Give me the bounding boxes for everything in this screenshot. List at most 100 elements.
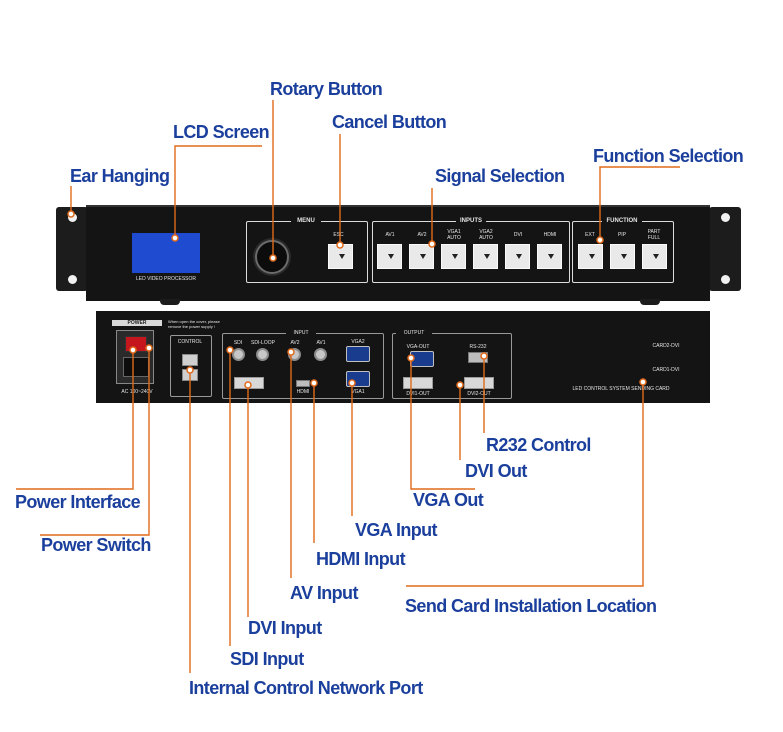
input-key-label-hdmi: HDMI xyxy=(543,232,557,238)
callout-ear-hanging: Ear Hanging xyxy=(70,166,170,186)
ac-label: AC 100~240V xyxy=(121,389,153,395)
callout-av-input: AV Input xyxy=(290,583,358,603)
leader-line-group xyxy=(16,100,680,673)
function-key-part-full[interactable] xyxy=(642,244,667,269)
leader-lcd xyxy=(174,145,262,238)
input-key-label-av2: AV2 xyxy=(417,232,427,238)
dot-ear xyxy=(67,210,75,218)
vga2-port xyxy=(346,346,370,362)
leader-vga-out xyxy=(410,358,475,490)
rear-panel: POWER When open the cover, please remove… xyxy=(96,311,710,403)
vga-out-label: VGA-OUT xyxy=(406,344,430,350)
av2-label: AV2 xyxy=(290,340,300,346)
rs232-label: RS-232 xyxy=(469,344,487,350)
card1-label: CARD1-DVI xyxy=(652,367,680,373)
lcd-caption: LED VIDEO PROCESSOR xyxy=(135,276,196,282)
leader-dot-group xyxy=(67,210,647,389)
function-key-ext[interactable] xyxy=(578,244,603,269)
leader-power-switch xyxy=(40,348,150,536)
left-ear-hanging xyxy=(56,207,88,291)
hdmi-input-port xyxy=(296,380,310,387)
dot-rotary xyxy=(269,254,277,262)
function-key-label-part: PART FULL xyxy=(647,229,661,241)
input-key-dvi[interactable] xyxy=(505,244,530,269)
control-box xyxy=(170,335,212,397)
callout-signal-selection: Signal Selection xyxy=(435,166,565,186)
av1-label: AV1 xyxy=(316,340,326,346)
control-label: CONTROL xyxy=(177,339,203,345)
callout-power-interface: Power Interface xyxy=(15,492,141,512)
front-foot-right xyxy=(640,299,660,305)
callout-dvi-input: DVI Input xyxy=(248,618,322,638)
input-key-vga1[interactable] xyxy=(441,244,466,269)
input-key-label-dvi: DVI xyxy=(513,232,523,238)
dvi2-out-port xyxy=(464,377,494,389)
callout-sdi-input: SDI Input xyxy=(230,649,304,669)
dot-hdmi xyxy=(310,379,318,387)
callout-r232-control: R232 Control xyxy=(486,435,591,455)
dvi1-out-label: DVI1-OUT xyxy=(406,391,430,397)
callout-hdmi-input: HDMI Input xyxy=(316,549,406,569)
callout-function-selection: Function Selection xyxy=(593,146,744,166)
input-key-av2[interactable] xyxy=(409,244,434,269)
dot-signal xyxy=(428,240,436,248)
dot-power-switch xyxy=(145,344,153,352)
power-label: POWER xyxy=(112,320,162,326)
av1-bnc xyxy=(314,348,327,361)
callout-rotary-button: Rotary Button xyxy=(270,79,383,99)
output-label: OUTPUT xyxy=(396,330,432,336)
function-label: FUNCTION xyxy=(602,218,642,224)
front-panel: LED VIDEO PROCESSOR MENU ESC INPUTS AV1 … xyxy=(86,205,710,301)
card2-label: CARD2-DVI xyxy=(652,343,680,349)
dot-lcd xyxy=(171,234,179,242)
dot-power-interface xyxy=(129,346,137,354)
function-key-label-ext: EXT xyxy=(585,232,595,238)
function-key-label-pip: PIP xyxy=(617,232,627,238)
function-key-pip[interactable] xyxy=(610,244,635,269)
vga1-label: VGA1 xyxy=(351,389,365,395)
callout-vga-out: VGA Out xyxy=(413,490,484,510)
input-key-label-vga2: VGA2 AUTO xyxy=(479,229,493,241)
right-ear-hanging xyxy=(709,207,741,291)
dot-sdi xyxy=(226,346,234,354)
power-warning: When open the cover, please remove the p… xyxy=(168,319,220,329)
callout-internal-network-port: Internal Control Network Port xyxy=(189,678,423,698)
callout-dvi-out: DVI Out xyxy=(465,461,527,481)
front-foot-left xyxy=(160,299,180,305)
dot-av xyxy=(287,348,295,356)
rs232-port xyxy=(468,352,488,363)
leader-power-interface xyxy=(16,350,134,490)
leader-function xyxy=(599,166,680,240)
callout-cancel-button: Cancel Button xyxy=(332,112,447,132)
sdi-bnc xyxy=(232,348,245,361)
callout-vga-input: VGA Input xyxy=(355,520,438,540)
internal-control-network-port[interactable] xyxy=(182,354,198,366)
hdmi-label: HDMI xyxy=(296,389,310,395)
callout-lcd-screen: LCD Screen xyxy=(173,122,270,142)
esc-label: ESC xyxy=(333,232,344,238)
input-key-av1[interactable] xyxy=(377,244,402,269)
dvi2-out-label: DVI2-OUT xyxy=(467,391,491,397)
dot-dvi xyxy=(244,381,252,389)
output-box xyxy=(392,333,512,399)
send-card-label: LED CONTROL SYSTEM SENDING CARD xyxy=(572,386,670,392)
leader-sendcard xyxy=(406,382,644,587)
dot-sendcard xyxy=(639,378,647,386)
sdi-label: SDI xyxy=(233,340,243,346)
input-key-vga2[interactable] xyxy=(473,244,498,269)
input-key-hdmi[interactable] xyxy=(537,244,562,269)
input-key-label-av1: AV1 xyxy=(385,232,395,238)
callout-send-card-location: Send Card Installation Location xyxy=(405,596,657,616)
dot-network xyxy=(186,366,194,374)
input-key-label-vga1: VGA1 AUTO xyxy=(447,229,461,241)
dot-dvi-out xyxy=(456,381,464,389)
dot-cancel xyxy=(336,241,344,249)
inputs-label: INPUTS xyxy=(456,218,486,224)
lcd-screen xyxy=(132,233,200,273)
sdi-loop-bnc xyxy=(256,348,269,361)
menu-label: MENU xyxy=(291,218,321,224)
power-interface xyxy=(116,330,154,384)
dot-r232 xyxy=(480,352,488,360)
